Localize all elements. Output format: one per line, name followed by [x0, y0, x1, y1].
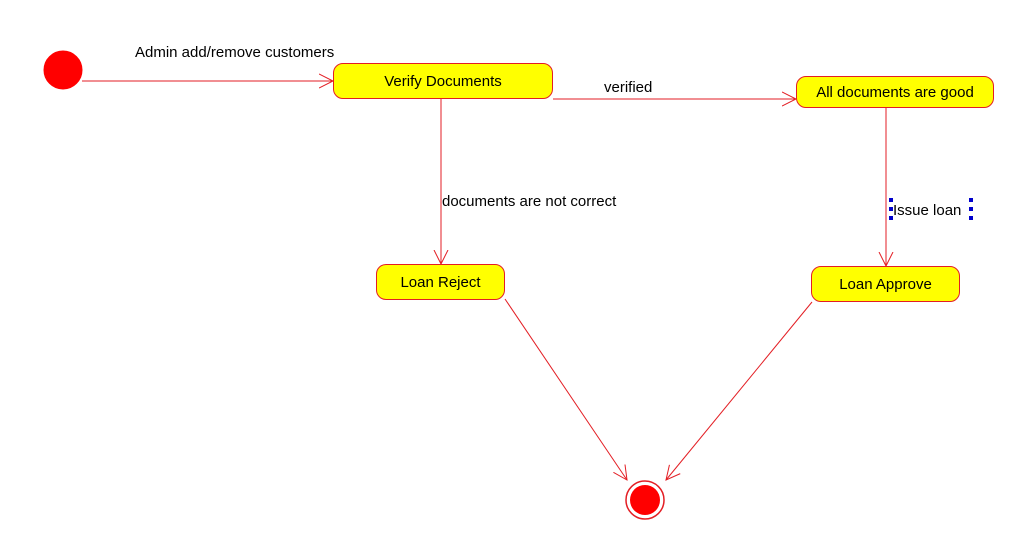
state-loan-reject[interactable]: Loan Reject [376, 264, 505, 300]
state-loan-approve[interactable]: Loan Approve [811, 266, 960, 302]
selection-handle-mid-right[interactable] [969, 207, 973, 211]
transition-label-not-correct: documents are not correct [442, 193, 617, 210]
selection-handle-top-left[interactable] [889, 198, 893, 202]
transition-label-verified: verified [604, 79, 653, 96]
transition-label-issue-loan[interactable]: Issue loan [893, 202, 962, 219]
initial-node[interactable] [43, 50, 83, 90]
state-loan-approve-label: Loan Approve [839, 275, 932, 293]
state-verify-documents[interactable]: Verify Documents [333, 63, 553, 99]
final-node-core [630, 485, 660, 515]
arrow-approve-to-final[interactable] [666, 301, 813, 480]
selection-handle-mid-left[interactable] [889, 207, 893, 211]
selection-handle-bottom-left[interactable] [889, 216, 893, 220]
state-all-documents-good-label: All documents are good [816, 83, 974, 101]
transition-label-admin: Admin add/remove customers [135, 44, 335, 61]
state-all-documents-good[interactable]: All documents are good [796, 76, 994, 108]
arrow-reject-to-final[interactable] [504, 298, 627, 480]
state-loan-reject-label: Loan Reject [400, 273, 481, 291]
selection-handle-top-right[interactable] [969, 198, 973, 202]
selection-handle-bottom-right[interactable] [969, 216, 973, 220]
state-verify-documents-label: Verify Documents [384, 72, 502, 90]
